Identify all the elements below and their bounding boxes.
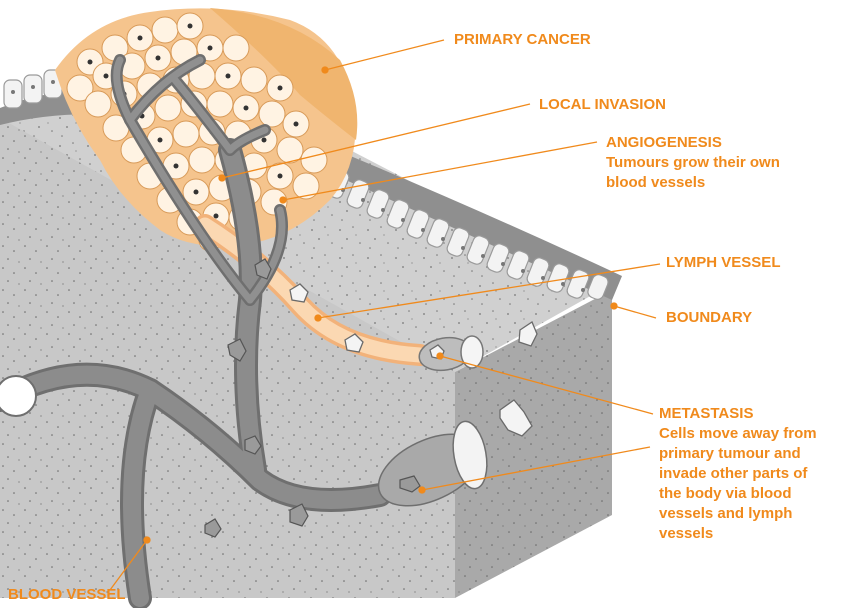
label-blood-vessel: BLOOD VESSEL xyxy=(8,585,126,605)
metastasis-desc-2: primary tumour and xyxy=(659,444,817,464)
metastasis-desc-4: the body via blood xyxy=(659,484,817,504)
label-primary-cancer: PRIMARY CANCER xyxy=(454,30,591,50)
angiogenesis-desc-1: Tumours grow their own xyxy=(606,153,780,173)
label-local-invasion: LOCAL INVASION xyxy=(539,95,666,115)
metastasis-desc-5: vessels and lymph xyxy=(659,504,817,524)
angiogenesis-title: ANGIOGENESIS xyxy=(606,134,722,151)
label-metastasis: METASTASIS Cells move away from primary … xyxy=(659,404,817,544)
metastasis-desc-6: vessels xyxy=(659,524,817,544)
metastasis-desc-1: Cells move away from xyxy=(659,424,817,444)
label-boundary: BOUNDARY xyxy=(666,308,752,328)
metastasis-title: METASTASIS xyxy=(659,405,753,422)
label-lymph-vessel: LYMPH VESSEL xyxy=(666,253,780,273)
label-angiogenesis: ANGIOGENESIS Tumours grow their own bloo… xyxy=(606,133,780,193)
metastasis-desc-3: invade other parts of xyxy=(659,464,817,484)
angiogenesis-desc-2: blood vessels xyxy=(606,173,780,193)
